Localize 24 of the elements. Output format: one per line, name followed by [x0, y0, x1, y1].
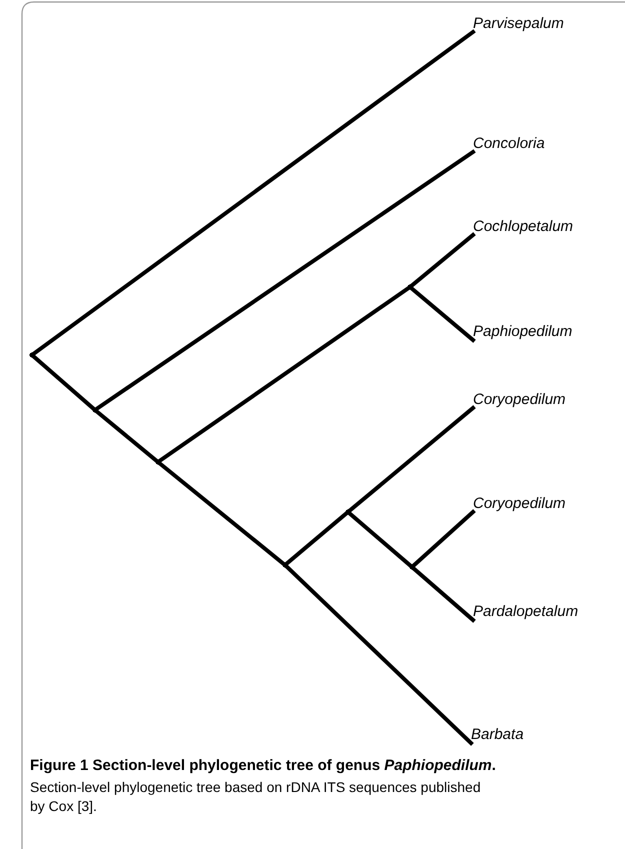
- tree-branch: [30, 30, 475, 357]
- figure-caption: Section-level phylogenetic tree based on rDNA ITS sequences published by Cox [3].: [30, 778, 482, 816]
- tree-branch: [30, 353, 97, 412]
- tree-branch: [93, 150, 475, 412]
- tree-branch: [156, 460, 287, 567]
- taxon-label: Cochlopetalum: [473, 217, 574, 237]
- taxon-label: Parvisepalum: [473, 14, 564, 34]
- taxon-label: Coryopedilum: [473, 390, 566, 410]
- tree-branch: [283, 510, 350, 567]
- taxon-label: Pardalopetalum: [473, 602, 578, 622]
- tree-branch: [283, 563, 473, 745]
- taxon-label: Coryopedilum: [473, 494, 566, 514]
- taxon-label: Concoloria: [473, 134, 545, 154]
- tree-branch: [410, 510, 475, 569]
- figure-title: Figure 1 Section-level phylogenetic tree of genus Paphiopedilum.: [30, 756, 497, 775]
- tree-branch: [408, 285, 475, 342]
- tree-branch: [346, 406, 475, 514]
- tree-branch: [93, 408, 160, 464]
- taxon-label: Barbata: [471, 725, 524, 745]
- tree-branch: [410, 565, 475, 622]
- taxon-label: Paphiopedilum: [473, 322, 572, 342]
- tree-branch: [156, 285, 412, 464]
- tree-branch: [346, 510, 414, 569]
- tree-branch: [408, 233, 475, 289]
